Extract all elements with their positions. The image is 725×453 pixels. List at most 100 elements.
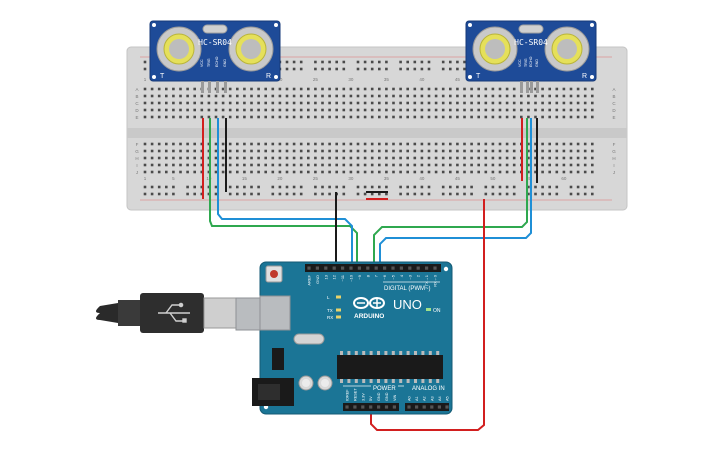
breadboard-hole[interactable] bbox=[172, 108, 175, 112]
breadboard-hole[interactable] bbox=[370, 101, 374, 105]
breadboard-hole[interactable] bbox=[179, 87, 182, 91]
breadboard-hole[interactable] bbox=[562, 101, 566, 105]
breadboard-hole[interactable] bbox=[165, 149, 168, 153]
breadboard-hole[interactable] bbox=[356, 108, 360, 112]
breadboard-hole[interactable] bbox=[207, 170, 211, 174]
breadboard-hole[interactable] bbox=[186, 94, 189, 98]
breadboard-hole[interactable] bbox=[363, 163, 367, 167]
breadboard-hole[interactable] bbox=[427, 142, 431, 146]
breadboard-hole[interactable] bbox=[420, 101, 424, 105]
breadboard-hole[interactable] bbox=[484, 108, 488, 112]
rail-hole[interactable] bbox=[143, 60, 147, 64]
breadboard-hole[interactable] bbox=[583, 142, 587, 146]
breadboard-hole[interactable] bbox=[456, 115, 459, 119]
rail-hole[interactable] bbox=[569, 192, 573, 196]
breadboard-hole[interactable] bbox=[406, 115, 409, 119]
breadboard-hole[interactable] bbox=[186, 163, 189, 167]
breadboard-hole[interactable] bbox=[228, 163, 232, 167]
breadboard-hole[interactable] bbox=[420, 170, 424, 174]
breadboard-hole[interactable] bbox=[505, 94, 509, 98]
breadboard-hole[interactable] bbox=[591, 108, 594, 112]
breadboard-hole[interactable] bbox=[264, 101, 267, 105]
breadboard-hole[interactable] bbox=[285, 170, 289, 174]
breadboard-hole[interactable] bbox=[363, 87, 367, 91]
analog-pin-hole[interactable] bbox=[437, 405, 441, 409]
breadboard-hole[interactable] bbox=[307, 108, 310, 112]
breadboard-hole[interactable] bbox=[456, 142, 459, 146]
breadboard-hole[interactable] bbox=[477, 170, 480, 174]
breadboard-hole[interactable] bbox=[172, 149, 175, 153]
breadboard-hole[interactable] bbox=[250, 94, 253, 98]
breadboard-hole[interactable] bbox=[321, 149, 324, 153]
rail-hole[interactable] bbox=[335, 60, 338, 64]
breadboard-hole[interactable] bbox=[236, 156, 239, 160]
breadboard-hole[interactable] bbox=[321, 142, 324, 146]
breadboard-hole[interactable] bbox=[491, 87, 495, 91]
rail-hole[interactable] bbox=[321, 67, 324, 71]
breadboard-hole[interactable] bbox=[399, 94, 402, 98]
breadboard-hole[interactable] bbox=[420, 149, 424, 153]
breadboard-hole[interactable] bbox=[527, 156, 530, 160]
breadboard-hole[interactable] bbox=[363, 149, 367, 153]
breadboard-hole[interactable] bbox=[186, 101, 189, 105]
rail-hole[interactable] bbox=[328, 192, 331, 196]
breadboard-hole[interactable] bbox=[214, 101, 218, 105]
breadboard-hole[interactable] bbox=[505, 149, 509, 153]
breadboard-hole[interactable] bbox=[186, 142, 189, 146]
breadboard-hole[interactable] bbox=[236, 163, 239, 167]
breadboard-hole[interactable] bbox=[562, 94, 566, 98]
breadboard-hole[interactable] bbox=[427, 149, 431, 153]
pin-echo[interactable] bbox=[216, 81, 219, 93]
rail-hole[interactable] bbox=[534, 192, 537, 196]
breadboard-hole[interactable] bbox=[214, 156, 218, 160]
power-pin-hole[interactable] bbox=[369, 405, 373, 409]
breadboard-hole[interactable] bbox=[271, 94, 275, 98]
breadboard-hole[interactable] bbox=[271, 163, 275, 167]
breadboard-hole[interactable] bbox=[278, 142, 282, 146]
rail-hole[interactable] bbox=[299, 192, 303, 196]
breadboard-hole[interactable] bbox=[193, 94, 196, 98]
breadboard-hole[interactable] bbox=[520, 115, 523, 119]
rail-hole[interactable] bbox=[512, 185, 516, 189]
breadboard-hole[interactable] bbox=[534, 108, 537, 112]
rail-hole[interactable] bbox=[456, 185, 459, 189]
digital-pin-hole[interactable] bbox=[383, 266, 387, 270]
breadboard-hole[interactable] bbox=[413, 170, 417, 174]
breadboard-hole[interactable] bbox=[555, 115, 559, 119]
rail-hole[interactable] bbox=[363, 60, 367, 64]
breadboard-hole[interactable] bbox=[370, 149, 374, 153]
breadboard-hole[interactable] bbox=[307, 94, 310, 98]
breadboard-hole[interactable] bbox=[172, 163, 175, 167]
breadboard-hole[interactable] bbox=[271, 101, 275, 105]
breadboard-hole[interactable] bbox=[292, 115, 296, 119]
breadboard-hole[interactable] bbox=[456, 94, 459, 98]
breadboard-hole[interactable] bbox=[583, 94, 587, 98]
breadboard-hole[interactable] bbox=[165, 170, 168, 174]
breadboard-hole[interactable] bbox=[562, 108, 566, 112]
breadboard-hole[interactable] bbox=[342, 149, 346, 153]
breadboard-hole[interactable] bbox=[498, 156, 502, 160]
breadboard-hole[interactable] bbox=[271, 149, 275, 153]
breadboard-hole[interactable] bbox=[449, 142, 452, 146]
breadboard-hole[interactable] bbox=[370, 163, 374, 167]
rail-hole[interactable] bbox=[413, 60, 417, 64]
breadboard-hole[interactable] bbox=[591, 149, 594, 153]
rail-hole[interactable] bbox=[157, 192, 161, 196]
breadboard-hole[interactable] bbox=[292, 156, 296, 160]
breadboard-hole[interactable] bbox=[335, 163, 338, 167]
rail-hole[interactable] bbox=[378, 67, 381, 71]
breadboard-hole[interactable] bbox=[512, 115, 516, 119]
breadboard-hole[interactable] bbox=[243, 149, 246, 153]
breadboard-hole[interactable] bbox=[157, 170, 161, 174]
breadboard-hole[interactable] bbox=[236, 170, 239, 174]
breadboard-hole[interactable] bbox=[150, 163, 154, 167]
breadboard-hole[interactable] bbox=[498, 94, 502, 98]
breadboard-hole[interactable] bbox=[548, 115, 551, 119]
breadboard-hole[interactable] bbox=[236, 94, 239, 98]
breadboard-hole[interactable] bbox=[214, 142, 218, 146]
breadboard-hole[interactable] bbox=[186, 87, 189, 91]
breadboard-hole[interactable] bbox=[434, 149, 438, 153]
breadboard-hole[interactable] bbox=[548, 163, 551, 167]
breadboard-hole[interactable] bbox=[420, 115, 424, 119]
breadboard-hole[interactable] bbox=[356, 163, 360, 167]
